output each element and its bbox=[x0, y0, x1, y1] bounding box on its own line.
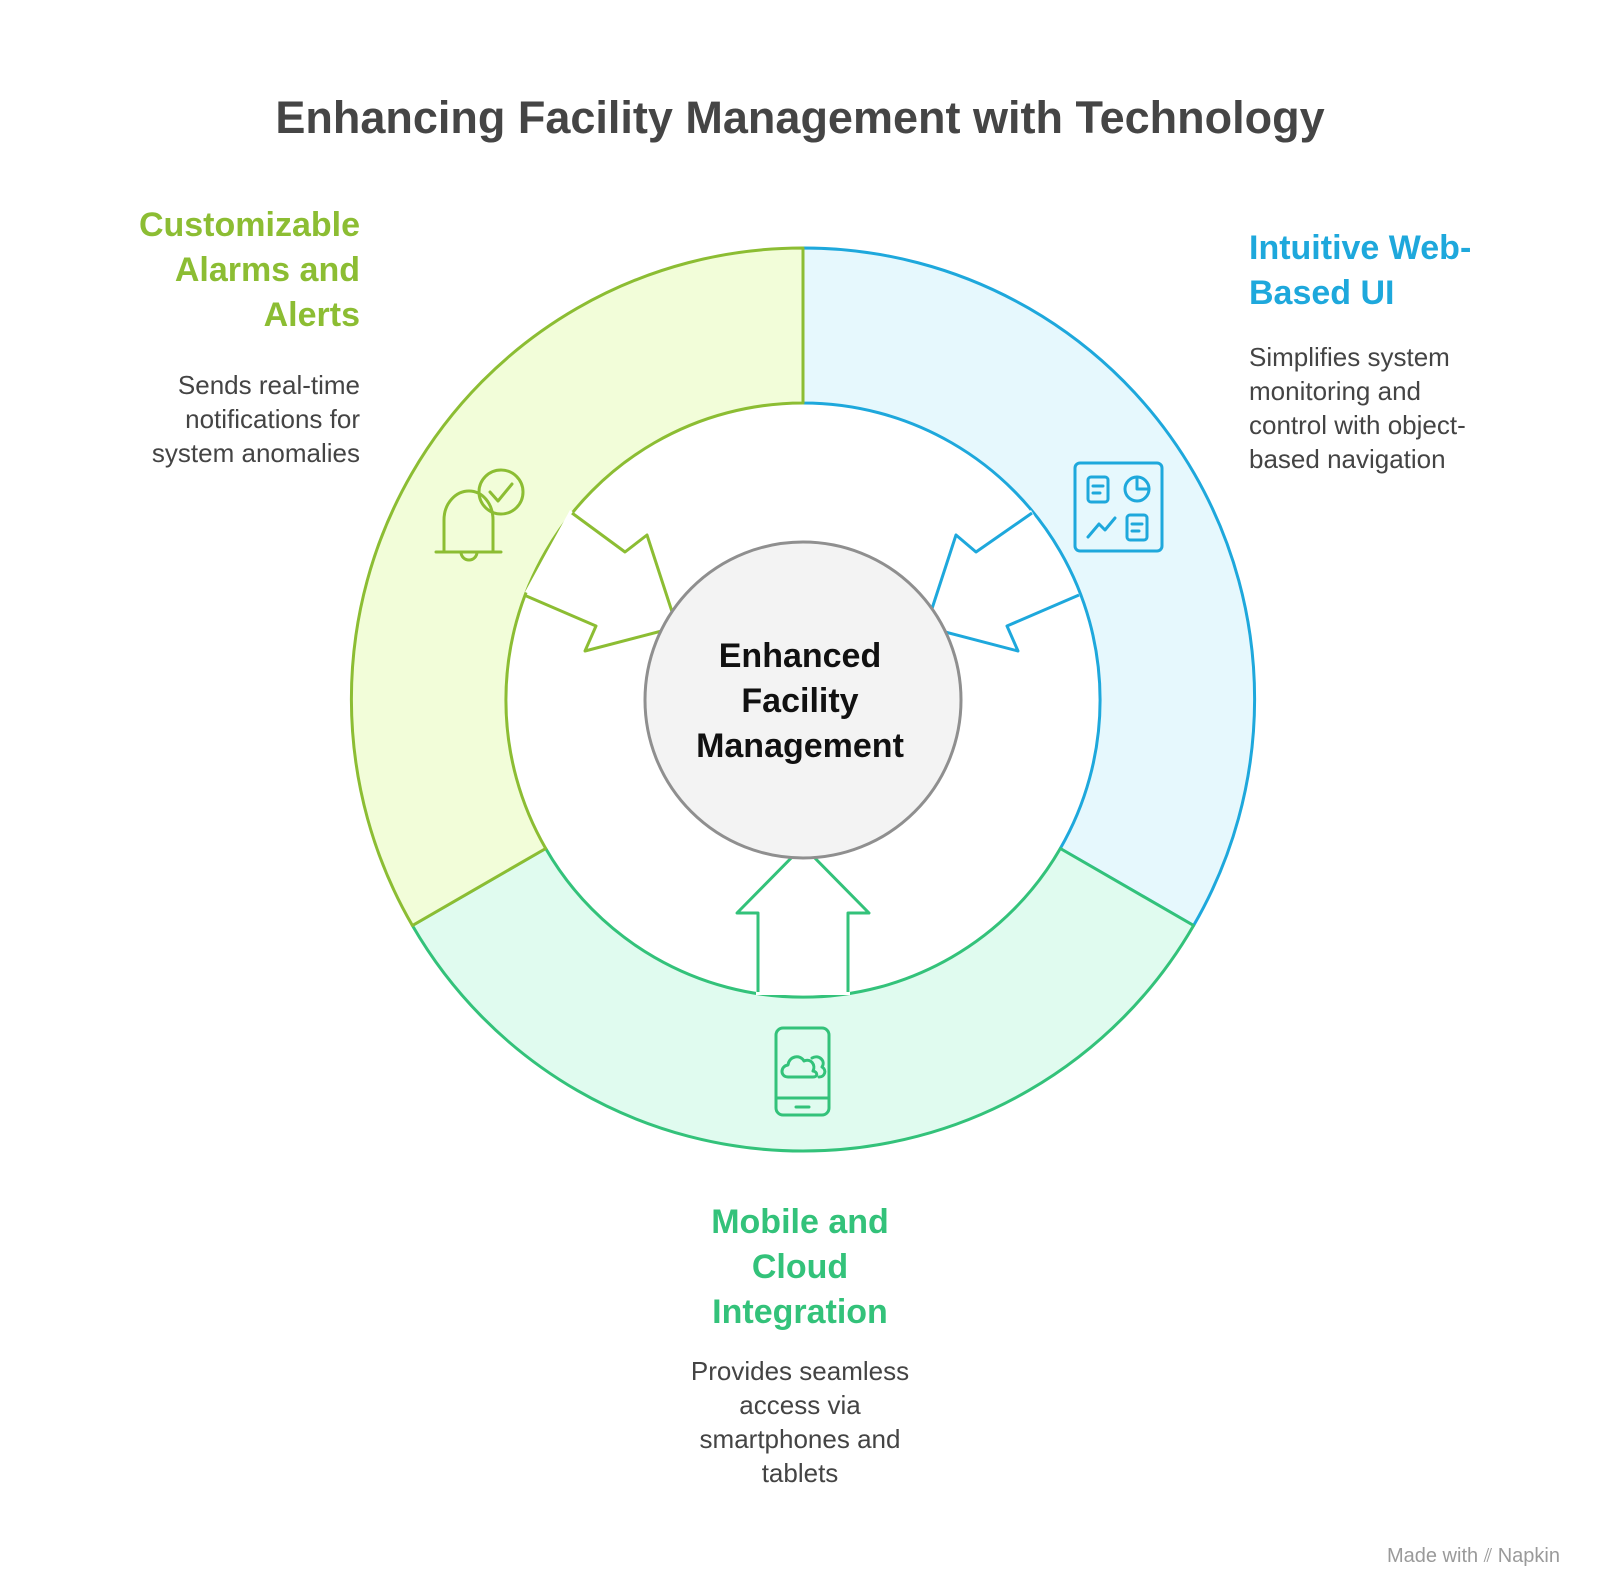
center-circle bbox=[643, 540, 963, 860]
heading-mobile: Mobile and Cloud Integration bbox=[711, 1203, 889, 1331]
description-alarms: Sends real-time notifications for system… bbox=[151, 370, 360, 468]
page-title: Enhancing Facility Management with Techn… bbox=[275, 92, 1325, 143]
segment-mobile bbox=[410, 847, 1196, 1153]
footer-made-with: Made with bbox=[1386, 1545, 1479, 1567]
footer-brand: Napkin bbox=[1497, 1545, 1560, 1567]
center-label: Enhanced Facility Management bbox=[696, 637, 904, 765]
description-webui: Simplifies system monitoring and control… bbox=[1249, 342, 1466, 474]
napkin-logo-icon: ⫽ bbox=[1483, 1546, 1493, 1567]
description-mobile: Provides seamless access via smartphones… bbox=[690, 1356, 910, 1488]
footer-credit: Made with ⫽ Napkin bbox=[1387, 1545, 1560, 1568]
segment-alarms bbox=[349, 246, 805, 927]
mobile-cloud-icon bbox=[774, 1026, 831, 1117]
segment-webui bbox=[801, 246, 1257, 927]
heading-alarms: Customizable Alarms and Alerts bbox=[138, 206, 360, 334]
heading-webui: Intuitive Web- Based UI bbox=[1249, 229, 1472, 312]
bell-check-icon bbox=[434, 468, 525, 562]
dashboard-icon bbox=[1073, 461, 1164, 553]
